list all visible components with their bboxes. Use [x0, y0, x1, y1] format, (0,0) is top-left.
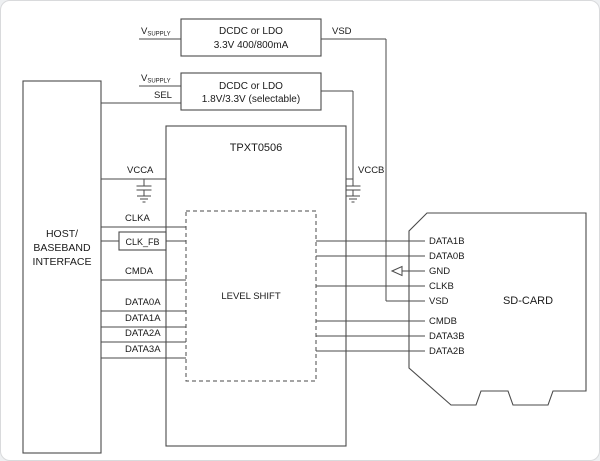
clka-pin-label: CLKA — [125, 213, 150, 224]
regulator-top-line2: 3.3V 400/800mA — [214, 40, 289, 51]
level-shift-label: LEVEL SHIFT — [221, 291, 281, 302]
data0b-pin-label: DATA0B — [429, 251, 465, 262]
tpxt-title: TPXT0506 — [230, 142, 283, 154]
vsd-pin-label: VSD — [429, 296, 449, 307]
vcca-net-label: VCCA — [127, 165, 154, 176]
regulator-top-line1: DCDC or LDO — [219, 26, 283, 37]
gnd-pin-label: GND — [429, 266, 450, 277]
vsupply-top-sub: SUPPLY — [147, 32, 170, 38]
regulator-sel-line1: DCDC or LDO — [219, 81, 283, 92]
sd-card-label: SD-CARD — [503, 295, 553, 307]
sd-card-outline — [408, 212, 587, 406]
data2a-pin-label: DATA2A — [125, 328, 161, 339]
vsupply-top-label: VSUPPLY — [141, 26, 171, 38]
clkb-pin-label: CLKB — [429, 281, 454, 292]
host-label-line3: INTERFACE — [33, 256, 92, 268]
host-label-line1: HOST/ — [46, 228, 78, 240]
data0a-pin-label: DATA0A — [125, 297, 161, 308]
regulator-sel-block — [180, 72, 322, 111]
data2b-pin-label: DATA2B — [429, 346, 465, 357]
cmdb-pin-label: CMDB — [429, 316, 457, 327]
data1b-pin-label: DATA1B — [429, 236, 465, 247]
data3b-pin-label: DATA3B — [429, 331, 465, 342]
vcca-decoupling-cap-ground — [136, 179, 152, 203]
data1a-pin-label: DATA1A — [125, 313, 161, 324]
regulator-sel-line2: 1.8V/3.3V (selectable) — [202, 94, 300, 105]
cmda-pin-label: CMDA — [125, 266, 154, 277]
vsupply-sel-label: VSUPPLY — [141, 73, 171, 85]
data3a-pin-label: DATA3A — [125, 344, 161, 355]
vccb-decoupling-cap-ground — [345, 179, 361, 203]
host-block — [22, 80, 102, 454]
vccb-net-label: VCCB — [358, 165, 384, 176]
regulator-top-block — [180, 18, 322, 57]
vsupply-top-v: V — [141, 26, 148, 37]
vsupply-sel-v: V — [141, 73, 148, 84]
host-label-line2: BASEBAND — [33, 242, 91, 254]
vsd-net-label: VSD — [332, 26, 352, 37]
level-shift-box — [185, 210, 317, 382]
sel-net-label: SEL — [154, 90, 172, 101]
clkfb-pin-label: CLK_FB — [125, 237, 159, 247]
vsupply-sel-sub: SUPPLY — [147, 79, 170, 85]
gnd-arrow-icon — [390, 265, 403, 277]
